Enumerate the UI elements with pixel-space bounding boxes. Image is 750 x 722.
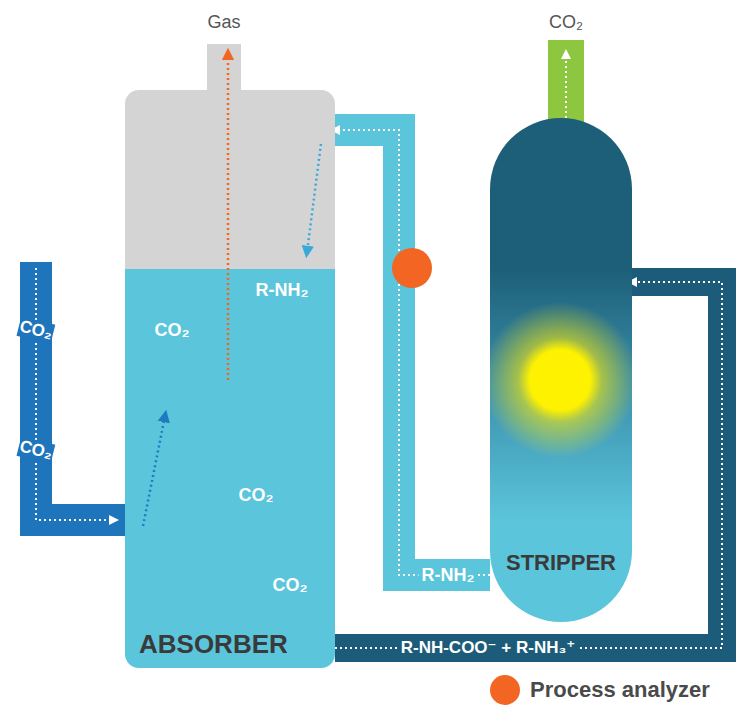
solvent-flow-arrow [307, 144, 321, 252]
stream-label: R-NH₂ [419, 565, 478, 586]
gas-label: CO₂ [154, 320, 191, 341]
flow-arrow [36, 268, 114, 520]
outlet-label: Gas [206, 12, 241, 33]
stripper-vessel: STRIPPER [490, 118, 632, 622]
co2-stack [548, 40, 584, 126]
analyzer-dot [392, 248, 432, 288]
solvent-pipe [335, 130, 490, 575]
gas-flow-arrow [143, 416, 165, 526]
gas-stack [207, 44, 241, 96]
gas-flow-arrow [227, 54, 230, 380]
vessel-name: ABSORBER [139, 630, 288, 660]
stream-label: R-NH-COO⁻ + R-NH₃⁺ [398, 638, 579, 658]
gas-label: CO₂ [238, 485, 275, 506]
legend-swatch [490, 675, 520, 705]
legend-text: Process analyzer [530, 677, 710, 702]
solvent-label: R-NH₂ [255, 280, 310, 301]
flow-arrow [565, 54, 567, 118]
outlet-label: CO₂ [548, 12, 584, 33]
pipe-band [335, 130, 490, 575]
vessel-name: STRIPPER [490, 550, 632, 575]
gas-label: CO₂ [272, 575, 309, 596]
inlet-pipe [36, 262, 126, 520]
flow-arrow [335, 130, 490, 575]
